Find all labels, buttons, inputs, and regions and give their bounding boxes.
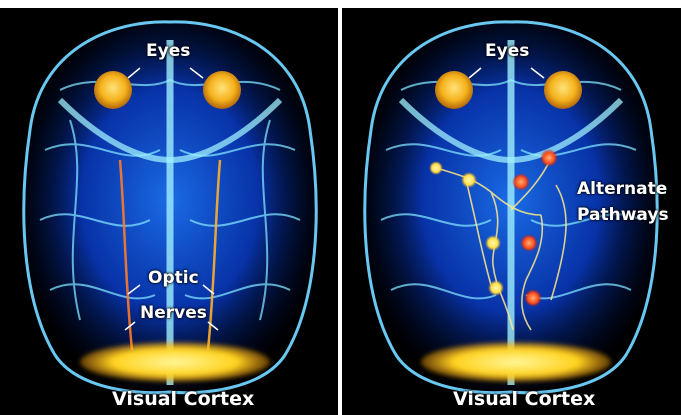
panel-optic-nerves: Eyes Optic Nerves Visual Cortex <box>0 0 340 415</box>
node-red <box>524 289 542 307</box>
node-red <box>520 234 538 252</box>
label-eyes: Eyes <box>146 41 190 61</box>
node-yellow <box>488 280 504 296</box>
brain-illustration-left <box>0 0 340 415</box>
label-alternate: Alternate <box>577 176 669 202</box>
label-pathways: Pathways <box>577 202 669 228</box>
eye-right <box>203 71 241 109</box>
label-visual-cortex: Visual Cortex <box>112 388 254 410</box>
node-yellow <box>485 235 501 251</box>
eye-left <box>435 71 473 109</box>
panel-alternate-pathways: Eyes Alternate Pathways Visual Cortex <box>341 0 681 415</box>
node-yellow <box>429 161 443 175</box>
eye-left <box>94 71 132 109</box>
visual-cortex-glow <box>421 342 611 382</box>
node-yellow <box>461 172 477 188</box>
label-eyes: Eyes <box>485 41 529 61</box>
label-optic: Optic <box>148 268 199 288</box>
visual-cortex-glow <box>80 342 270 382</box>
node-red <box>540 149 558 167</box>
eye-right <box>544 71 582 109</box>
label-alternate-pathways: Alternate Pathways <box>577 176 669 228</box>
node-red <box>512 173 530 191</box>
label-visual-cortex: Visual Cortex <box>453 388 595 410</box>
label-nerves: Nerves <box>140 303 207 323</box>
